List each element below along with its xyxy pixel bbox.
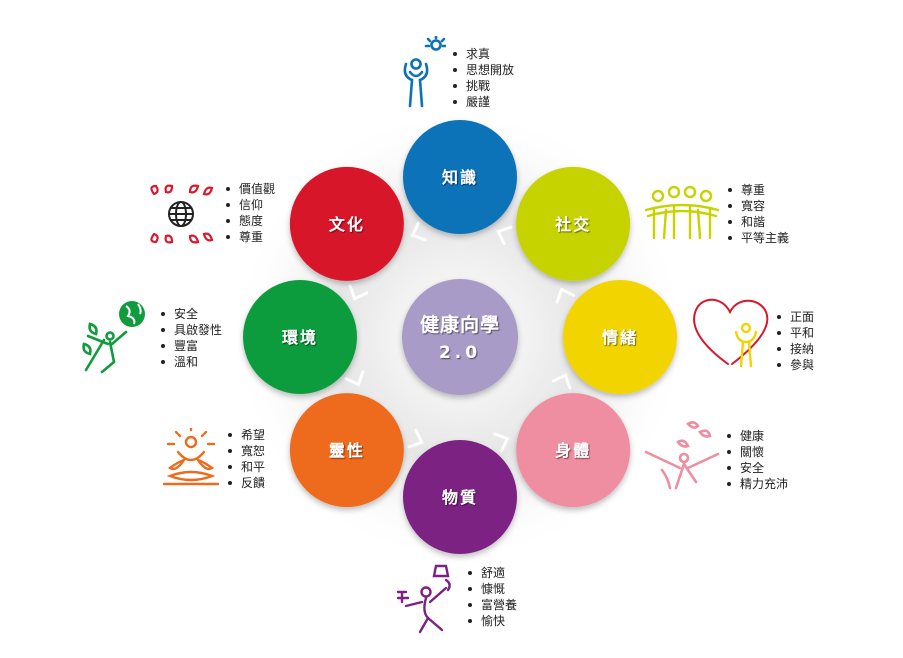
- petal-circle-knowledge: [403, 120, 517, 234]
- inward-arrow: [344, 370, 365, 387]
- list-item: 豐富: [160, 338, 222, 354]
- meditation-figure-icon: [162, 428, 220, 486]
- list-item: 平等主義: [727, 230, 789, 246]
- list-item: 參與: [776, 357, 814, 373]
- list-item: 溫和: [160, 354, 222, 370]
- heart-figure-icon: [693, 298, 769, 368]
- list-item: 和諧: [727, 214, 789, 230]
- inward-arrow: [348, 284, 369, 301]
- petal-label-spirit: 靈性: [329, 441, 365, 460]
- center-circle: [402, 279, 518, 395]
- group-of-people-icon: [644, 185, 720, 240]
- list-item: 舒適: [467, 565, 517, 581]
- list-item: 安全: [726, 460, 788, 476]
- center-title: 健康向學: [420, 313, 500, 336]
- petal-label-knowledge: 知識: [442, 168, 478, 187]
- petal-label-environment: 環境: [282, 328, 318, 347]
- list-item: 求真: [452, 46, 514, 62]
- petal-social: 社交: [516, 166, 631, 281]
- petal-circle-culture: [289, 166, 404, 281]
- center-node: 健康向學 2.0: [402, 279, 518, 395]
- inward-arrow: [410, 221, 427, 242]
- list-item: 尊重: [225, 229, 275, 245]
- globe-figure-icon: [82, 301, 145, 374]
- list-item: 思想開放: [452, 62, 514, 78]
- list-item: 尊重: [727, 182, 789, 198]
- list-item: 挑戰: [452, 78, 514, 94]
- list-item: 反饋: [227, 475, 265, 491]
- spirit-list: 希望 寬恕 和平 反饋: [227, 427, 265, 491]
- petal-label-social: 社交: [554, 215, 591, 234]
- list-item: 安全: [160, 306, 222, 322]
- social-list: 尊重 寬容 和諧 平等主義: [727, 182, 789, 246]
- petal-body: 身體: [516, 393, 631, 508]
- list-item: 接納: [776, 341, 814, 357]
- inward-arrow: [555, 287, 576, 304]
- leaping-figure-icon: [644, 421, 720, 490]
- emotion-list: 正面 平和 接納 參與: [776, 309, 814, 373]
- juggling-figure-icon: [396, 564, 451, 634]
- inward-arrow: [551, 373, 572, 390]
- list-item: 精力充沛: [726, 476, 788, 492]
- environment-list: 安全 具啟發性 豐富 溫和: [160, 306, 222, 370]
- petal-environment: 環境: [243, 280, 357, 394]
- petal-emotion: 情緒: [563, 280, 677, 394]
- inward-arrow: [407, 428, 424, 449]
- culture-list: 價值觀 信仰 態度 尊重: [225, 181, 275, 245]
- inward-arrow: [493, 432, 510, 453]
- material-list: 舒適 慷慨 富營養 愉快: [467, 565, 517, 629]
- petal-spirit: 靈性: [289, 393, 404, 508]
- list-item: 平和: [776, 325, 814, 341]
- list-item: 希望: [227, 427, 265, 443]
- list-item: 態度: [225, 213, 275, 229]
- petal-label-body: 身體: [555, 441, 591, 460]
- petal-circle-emotion: [563, 280, 677, 394]
- list-item: 正面: [776, 309, 814, 325]
- petal-circle-body: [516, 393, 631, 508]
- body-list: 健康 關懷 安全 精力充沛: [726, 428, 788, 492]
- petal-circle-environment: [243, 280, 357, 394]
- petal-material: 物質: [403, 440, 517, 554]
- lightbulb-figure-icon: [403, 36, 446, 108]
- list-item: 價值觀: [225, 181, 275, 197]
- list-item: 寬恕: [227, 443, 265, 459]
- list-item: 愉快: [467, 613, 517, 629]
- petal-circle-social: [516, 166, 631, 281]
- petal-circle-spirit: [289, 393, 404, 508]
- petal-culture: 文化: [289, 166, 404, 281]
- petal-knowledge: 知識: [403, 120, 517, 234]
- petal-label-culture: 文化: [329, 215, 365, 234]
- list-item: 慷慨: [467, 581, 517, 597]
- list-item: 嚴謹: [452, 94, 514, 110]
- globe-leaves-icon: [150, 184, 214, 244]
- list-item: 關懷: [726, 444, 788, 460]
- petal-label-emotion: 情緒: [602, 328, 638, 347]
- list-item: 具啟發性: [160, 322, 222, 338]
- knowledge-list: 求真 思想開放 挑戰 嚴謹: [452, 46, 514, 110]
- petal-label-material: 物質: [442, 488, 478, 507]
- list-item: 富營養: [467, 597, 517, 613]
- inward-arrow: [496, 225, 513, 246]
- center-version: 2.0: [439, 343, 481, 363]
- petal-circle-material: [403, 440, 517, 554]
- list-item: 和平: [227, 459, 265, 475]
- list-item: 寬容: [727, 198, 789, 214]
- arrows-group: [344, 221, 576, 453]
- list-item: 信仰: [225, 197, 275, 213]
- list-item: 健康: [726, 428, 788, 444]
